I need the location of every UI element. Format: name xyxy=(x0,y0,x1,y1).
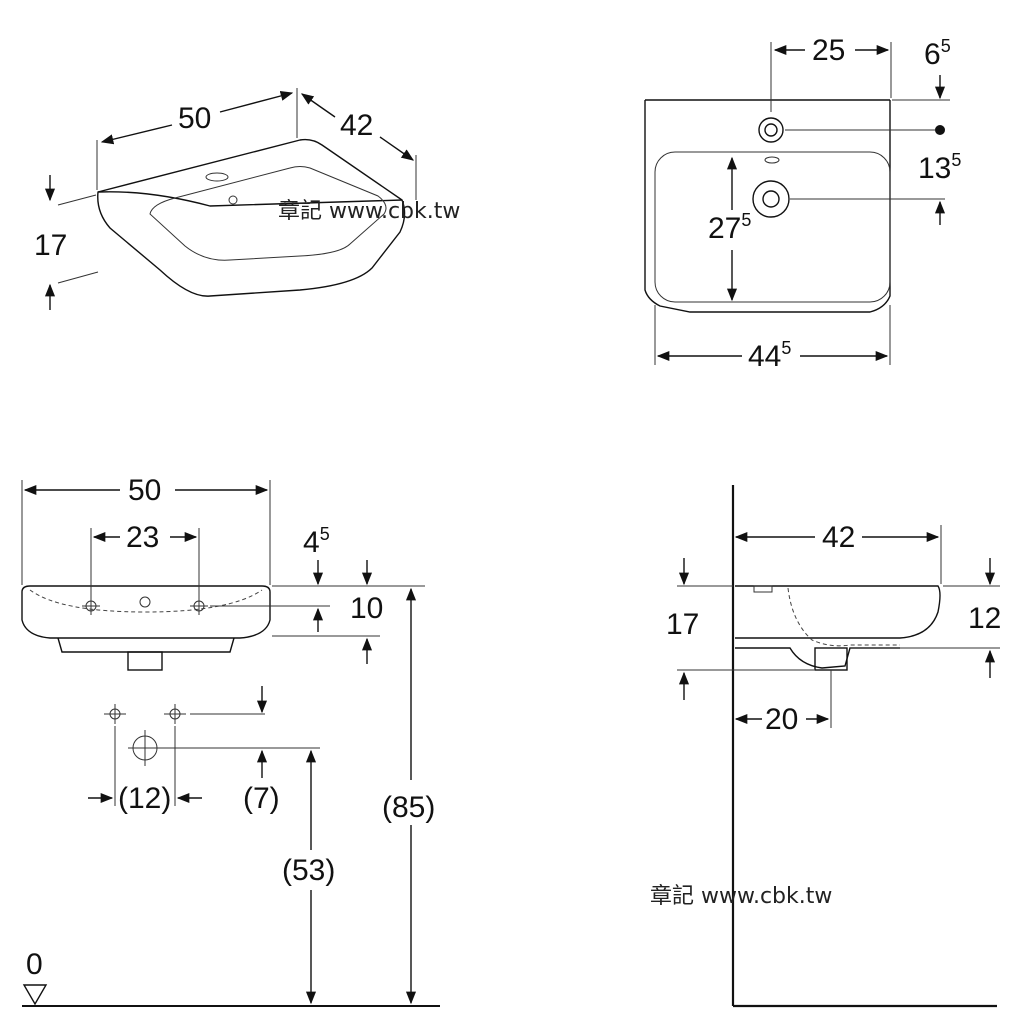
perspective-height-label: 17 xyxy=(34,229,67,262)
top-tap-offset-label: 25 xyxy=(812,34,845,67)
front-valve-height-label: 10 xyxy=(350,592,383,625)
side-view: 42 17 12 20 章記 www.cbk.tw xyxy=(650,485,1001,1008)
floor-zero-label: 0 xyxy=(26,948,43,981)
watermark-bottom: 章記 www.cbk.tw xyxy=(650,884,832,909)
front-width-label: 50 xyxy=(128,474,161,507)
perspective-depth-label: 42 xyxy=(340,109,373,142)
side-height-label: 17 xyxy=(666,608,699,641)
front-valve-spacing-label: 23 xyxy=(126,521,159,554)
side-drain-height-label: 12 xyxy=(968,602,1001,635)
top-bowl-width-label: 445 xyxy=(748,338,791,373)
front-rim-drop-label: 45 xyxy=(303,524,330,559)
front-supply-offset-label: (7) xyxy=(243,782,280,815)
front-rim-height-label: (85) xyxy=(382,791,435,824)
front-supply-spacing-label: (12) xyxy=(118,782,171,815)
perspective-view: 50 42 17 章記 www.cbk.tw xyxy=(34,88,460,310)
top-hole-spacing-label: 135 xyxy=(918,150,961,185)
watermark-top: 章記 www.cbk.tw xyxy=(278,199,460,224)
top-bowl-depth-label: 275 xyxy=(708,210,751,245)
front-supply-height-label: (53) xyxy=(282,854,335,887)
front-view: 50 23 45 10 (12) (7) xyxy=(21,474,440,1007)
top-back-offset-label: 65 xyxy=(924,36,951,71)
side-drain-offset-label: 20 xyxy=(765,703,798,736)
top-view: 25 65 135 275 445 xyxy=(644,34,961,373)
perspective-width-label: 50 xyxy=(178,102,211,135)
side-depth-label: 42 xyxy=(822,521,855,554)
